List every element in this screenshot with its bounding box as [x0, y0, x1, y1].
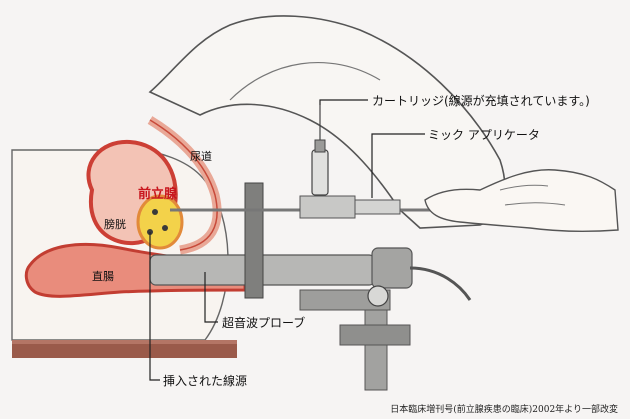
cartridge-body [312, 150, 328, 195]
seed-2 [162, 225, 168, 231]
seed-1 [152, 209, 158, 215]
adjust-knob [368, 286, 388, 306]
caption: 日本臨床増刊号(前立腺疾患の臨床)2002年より一部改変 [390, 403, 618, 415]
label-urethra: 尿道 [190, 149, 212, 163]
stand-block [340, 325, 410, 345]
template-plate [245, 183, 263, 298]
label-applicator: ミック アプリケータ [428, 128, 540, 142]
ultrasound-probe-head [372, 248, 412, 288]
label-prostate: 前立腺 [138, 186, 178, 202]
label-ultrasound-probe: 超音波プローブ [222, 315, 305, 330]
label-bladder: 膀胱 [104, 217, 126, 231]
label-inserted-source: 挿入された線源 [163, 373, 247, 388]
label-cartridge: カートリッジ(線源が充填されています。) [372, 93, 590, 108]
stand-column [365, 310, 387, 390]
applicator-slide [355, 200, 400, 214]
operating-table-edge [12, 340, 237, 344]
label-rectum: 直腸 [92, 269, 114, 283]
prostate-gland [138, 196, 182, 248]
applicator-body [300, 196, 355, 218]
cartridge-cap [315, 140, 325, 152]
